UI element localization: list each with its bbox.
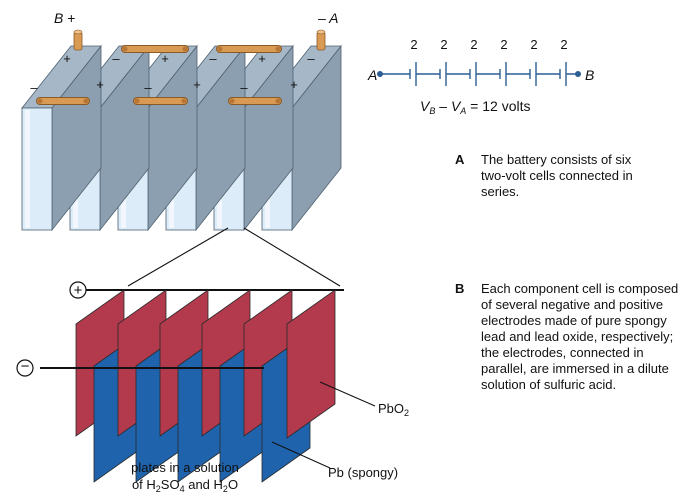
polarity-sign: –	[144, 80, 152, 95]
schematic-a-label: A	[368, 67, 378, 83]
caption-a-letter: A	[455, 152, 465, 167]
post-top	[316, 29, 326, 35]
post-body	[73, 31, 83, 51]
terminal-a-label: – A	[318, 10, 339, 26]
schematic-terminal-a	[377, 71, 383, 77]
polarity-sign: –	[307, 51, 315, 66]
electrode-plates	[16, 281, 376, 483]
connector-bolt	[83, 98, 89, 104]
pbo2-sub: 2	[404, 408, 410, 418]
sol-4: 4	[179, 484, 185, 494]
connector-bar	[121, 45, 189, 53]
positive-terminal-symbol: +	[73, 282, 83, 299]
terminal-b-label: B +	[54, 10, 75, 26]
schematic-terminal-b	[575, 71, 581, 77]
cell-voltage-label: 2	[500, 37, 508, 52]
solution-label: plates in a solution of H2SO4 and H2O	[110, 459, 260, 494]
battery-cells	[21, 44, 342, 232]
terminal-post	[73, 29, 83, 51]
eq-sub-b: B	[429, 106, 436, 116]
eq-dash: –	[435, 98, 451, 114]
polarity-sign: –	[209, 51, 217, 66]
pb-leader-line	[271, 441, 331, 469]
polarity-sign: +	[193, 77, 201, 92]
voltage-equation: VB – VA = 12 volts	[420, 98, 531, 116]
zoom-lines	[127, 227, 341, 287]
post-body	[316, 31, 326, 51]
sol-of: of H	[131, 477, 156, 492]
polarity-sign: –	[30, 80, 38, 95]
polarity-sign: +	[258, 51, 266, 66]
eq-v1: V	[420, 98, 430, 114]
connector-bar	[133, 97, 188, 105]
polarity-sign: –	[240, 80, 248, 95]
polarity-sign: –	[112, 51, 120, 66]
cell-gap	[500, 72, 506, 76]
pbo2-label: PbO2	[378, 400, 410, 418]
cell-gap	[470, 72, 476, 76]
terminal-b-sign: +	[67, 10, 76, 26]
sol-so: SO	[160, 477, 180, 492]
solution-line-1: plates in a solution	[131, 460, 239, 475]
cell-voltage-label: 2	[530, 37, 538, 52]
connector-bolt	[182, 46, 188, 52]
schematic-b-label: B	[585, 67, 595, 83]
sol-and: and H	[184, 477, 223, 492]
terminal-a-sign: –	[318, 10, 326, 26]
terminal-post	[316, 29, 326, 51]
positive-terminal-circle	[69, 281, 87, 299]
connector-bolt	[122, 46, 128, 52]
cell-gap	[410, 72, 416, 76]
cell-highlight	[25, 110, 30, 228]
connector-bolt	[217, 46, 223, 52]
cell-gap	[530, 72, 536, 76]
cell-voltage-label: 2	[410, 37, 418, 52]
positive-plate	[286, 289, 336, 439]
pbo2-leader-line	[319, 381, 376, 407]
battery-cell	[21, 44, 102, 232]
eq-sub-a: A	[460, 106, 467, 116]
cell-connectors: +–+–+––+–+–+	[30, 29, 326, 105]
caption-b-letter: B	[455, 281, 465, 296]
series-schematic	[377, 62, 581, 86]
caption-b-text: Each component cell is composed of sever…	[481, 281, 679, 392]
connector-bolt	[275, 98, 281, 104]
connector-bar	[36, 97, 90, 105]
polarity-sign: +	[161, 51, 169, 66]
eq-rest: = 12 volts	[466, 98, 531, 114]
connector-bolt	[134, 98, 140, 104]
cell-voltage-label: 2	[560, 37, 568, 52]
sol-h2b: 2	[222, 484, 228, 494]
polarity-sign: +	[290, 77, 298, 92]
polarity-sign: +	[96, 77, 104, 92]
post-top	[73, 29, 83, 35]
terminal-b-letter: B	[54, 10, 64, 26]
cell-gap	[560, 72, 566, 76]
pbo2-main: PbO	[378, 401, 405, 416]
connector-bolt	[181, 98, 187, 104]
negative-terminal-circle	[16, 359, 34, 377]
sol-o: O	[227, 477, 239, 492]
caption-a-text: The battery consists of six two-volt cel…	[481, 152, 633, 199]
connector-bar	[216, 45, 282, 53]
cell-voltage-label: 2	[470, 37, 478, 52]
pb-spongy-label: Pb (spongy)	[328, 465, 399, 480]
connector-bolt	[37, 98, 43, 104]
cell-gap	[440, 72, 446, 76]
connector-bolt	[229, 98, 235, 104]
negative-terminal-symbol: −	[20, 358, 30, 375]
sol-h2: 2	[155, 484, 161, 494]
connector-bolt	[275, 46, 281, 52]
polarity-sign: +	[63, 51, 71, 66]
connector-bar	[228, 97, 282, 105]
cell-voltage-label: 2	[440, 37, 448, 52]
solution-line-2: of H2SO4 and H2O	[110, 476, 260, 494]
terminal-a-letter: A	[329, 10, 339, 26]
eq-v2: V	[450, 98, 461, 114]
